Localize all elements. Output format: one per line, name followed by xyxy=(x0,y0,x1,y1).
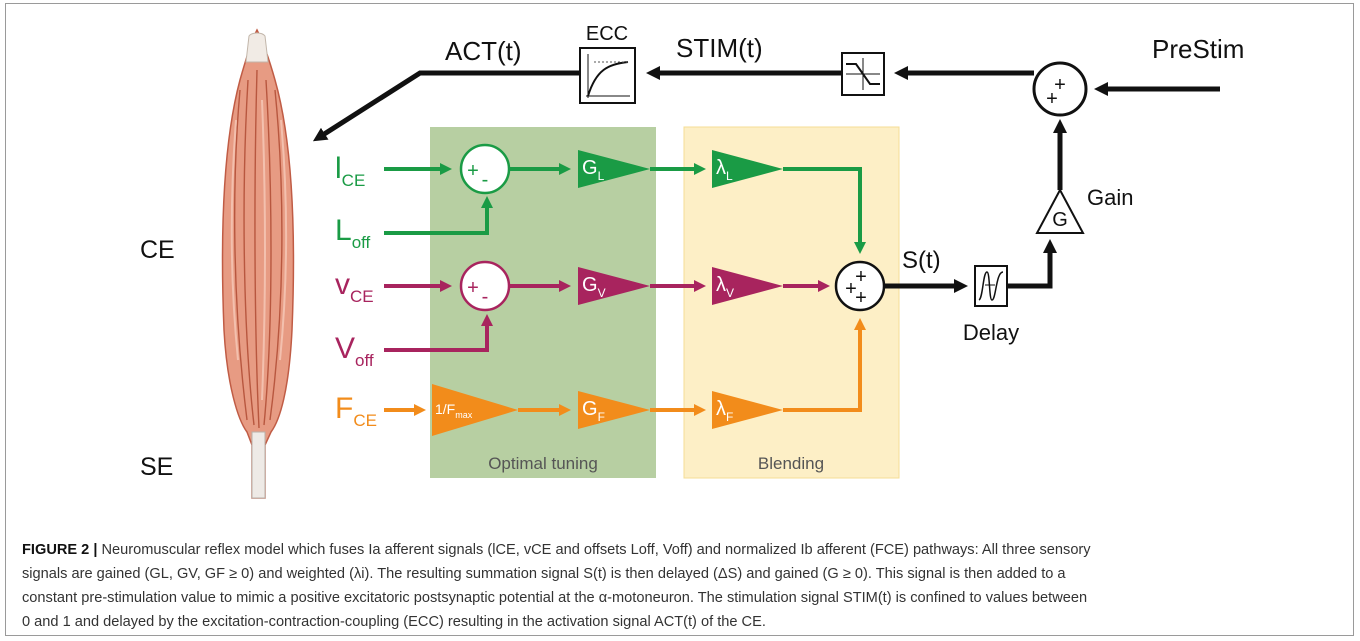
lambda-l-to-sum-arrow xyxy=(783,167,866,254)
ce-label: CE xyxy=(140,236,175,264)
v-off-arrow xyxy=(384,314,493,352)
blending-label: Blending xyxy=(758,454,824,473)
norm-block xyxy=(432,384,518,436)
g-v-block xyxy=(578,267,650,305)
caption-line-1-text: Neuromuscular reflex model which fuses I… xyxy=(101,542,1091,558)
norm-label: 1/Fmax xyxy=(435,401,473,420)
v-ce-label: vCE xyxy=(335,268,374,306)
caption-line-2: signals are gained (GL, GV, GF ≥ 0) and … xyxy=(22,566,1066,582)
v-off-label: Voff xyxy=(335,332,374,370)
l-ce-label: lCE xyxy=(335,152,365,190)
l-off-arrow xyxy=(384,196,493,235)
lambda-v-label: λV xyxy=(716,274,734,300)
g-l-block xyxy=(578,150,650,188)
se-label: SE xyxy=(140,453,173,481)
lambda-l-label: λL xyxy=(716,157,733,183)
lambda-f-label: λF xyxy=(716,398,733,424)
lambda-f-to-sum-arrow xyxy=(783,318,866,412)
length-diff-junction: + - xyxy=(459,143,511,195)
delay-block xyxy=(974,265,1008,307)
caption-line-3: constant pre-stimulation value to mimic … xyxy=(22,590,1088,606)
svg-text:+: + xyxy=(855,266,867,288)
stim-label: STIM(t) xyxy=(676,33,763,63)
reflex-model-diagram: Optimal tuning Blending CE SE PreStim + … xyxy=(140,23,1244,499)
figure-caption: FIGURE 2 | Neuromuscular reflex model wh… xyxy=(22,538,1340,634)
muscle-illustration xyxy=(221,28,295,499)
act-arrow xyxy=(312,70,580,142)
ecc-label: ECC xyxy=(586,23,628,45)
svg-text:+: + xyxy=(1046,88,1058,110)
gain-block xyxy=(1035,187,1085,234)
caption-line-1: FIGURE 2 | Neuromuscular reflex model wh… xyxy=(22,538,1340,562)
svg-text:-: - xyxy=(482,169,489,191)
g-v-label: GV xyxy=(582,274,606,300)
st-label: S(t) xyxy=(902,247,941,274)
prestim-sum-junction: + + xyxy=(1032,61,1088,117)
act-label: ACT(t) xyxy=(445,36,522,66)
prestim-label: PreStim xyxy=(1152,34,1244,64)
g-f-label: GF xyxy=(582,398,605,424)
svg-text:-: - xyxy=(482,286,489,308)
optimal-tuning-label: Optimal tuning xyxy=(488,454,598,473)
caption-line-4: 0 and 1 and delayed by the excitation-co… xyxy=(22,614,766,630)
gain-label: Gain xyxy=(1087,185,1133,210)
figure-number: FIGURE 2 | xyxy=(22,542,98,558)
gain-symbol: G xyxy=(1052,209,1068,231)
main-sum-junction: + + + xyxy=(834,260,886,312)
delay-label: Delay xyxy=(963,320,1019,345)
figure-frame xyxy=(5,3,1354,636)
delay-to-gain-arrow xyxy=(1006,239,1057,289)
f-ce-label: FCE xyxy=(335,392,377,430)
saturation-block xyxy=(841,52,885,96)
lambda-l-block xyxy=(712,150,783,188)
ecc-block xyxy=(579,47,636,104)
g-f-block xyxy=(578,391,650,429)
svg-text:+: + xyxy=(855,287,867,309)
svg-text:+: + xyxy=(467,277,479,299)
lambda-v-block xyxy=(712,267,783,305)
svg-text:+: + xyxy=(1054,74,1066,96)
velocity-diff-junction: + - xyxy=(459,260,511,312)
l-off-label: Loff xyxy=(335,214,371,252)
g-l-label: GL xyxy=(582,157,605,183)
svg-text:+: + xyxy=(467,160,479,182)
svg-text:+: + xyxy=(845,278,857,300)
lambda-f-block xyxy=(712,391,783,429)
